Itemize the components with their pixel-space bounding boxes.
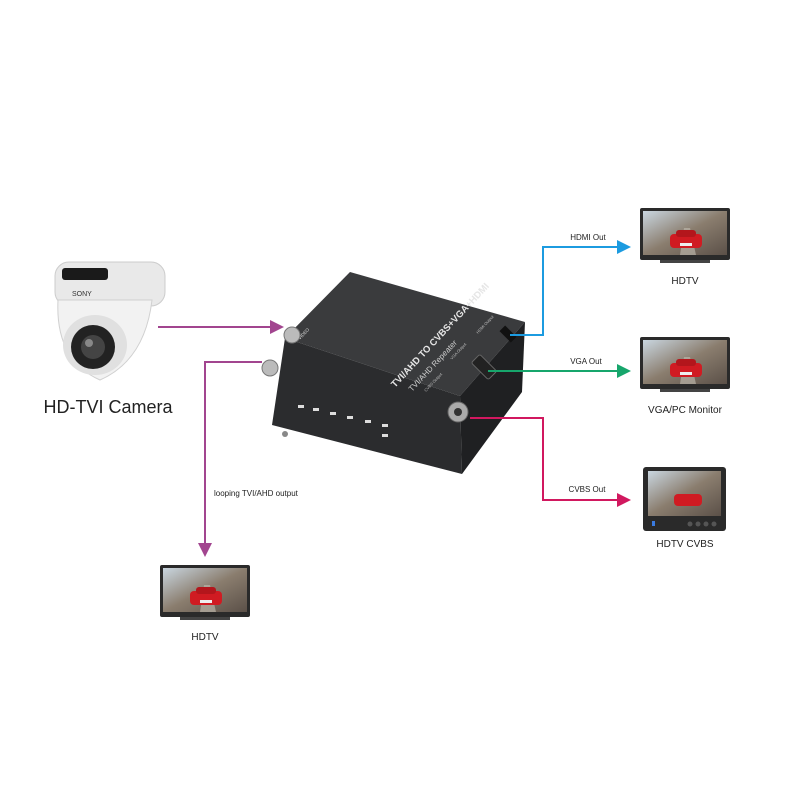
loop-output-label: looping TVI/AHD output xyxy=(214,489,299,498)
camera-label: HD-TVI Camera xyxy=(43,397,173,417)
vga-monitor-icon xyxy=(640,337,730,392)
repeater-device: TVI/AHD TO CVBS+VGA+HDMI TVI/AHD Repeate… xyxy=(261,272,525,474)
loop-output-arrow xyxy=(198,361,262,557)
hdmi-hdtv-icon xyxy=(640,208,730,263)
cvbs-monitor-icon xyxy=(643,467,726,531)
hdmi-output-arrow xyxy=(510,240,631,336)
vga-output-arrow xyxy=(488,364,631,378)
hdmi-out-label: HDMI Out xyxy=(570,233,606,242)
cvbs-output-arrow xyxy=(470,417,631,507)
camera-brand: SONY xyxy=(72,291,92,298)
hdmi-display-label: HDTV xyxy=(671,276,699,287)
vga-display-label: VGA/PC Monitor xyxy=(648,405,723,416)
camera-illustration: SONY xyxy=(54,261,166,381)
loop-hdtv-icon xyxy=(160,565,250,620)
loop-display-label: HDTV xyxy=(191,632,219,643)
input-arrow xyxy=(158,320,284,334)
cvbs-out-label: CVBS Out xyxy=(569,485,607,494)
vga-out-label: VGA Out xyxy=(570,357,602,366)
cvbs-display-label: HDTV CVBS xyxy=(656,539,714,550)
